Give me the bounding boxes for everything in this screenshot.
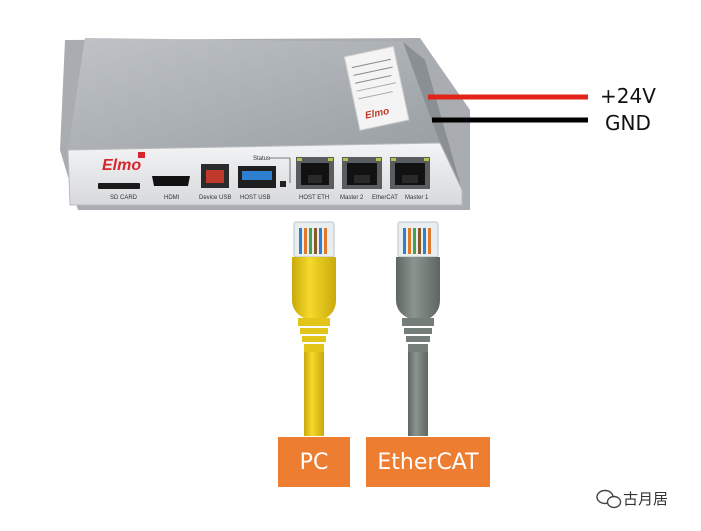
master1-port bbox=[390, 157, 430, 189]
sticker-brand-logo: Elmo bbox=[364, 106, 390, 122]
host-usb-label: HOST USB bbox=[240, 195, 271, 201]
master2-port bbox=[342, 157, 382, 189]
device-side-face bbox=[403, 42, 462, 190]
ethercat-port-label: EtherCAT bbox=[372, 195, 398, 201]
plus24v-label: +24V bbox=[600, 84, 656, 108]
master2-label: Master 2 bbox=[340, 195, 364, 201]
watermark-text: 古月居 bbox=[623, 489, 669, 508]
device-label-sticker: Elmo bbox=[343, 45, 410, 131]
label-pc: PC bbox=[278, 437, 350, 487]
hdmi-label: HDMI bbox=[164, 195, 180, 201]
device-usb-label: Device USB bbox=[199, 195, 231, 201]
brand-logo-mark bbox=[138, 152, 145, 158]
host-eth-port bbox=[296, 157, 334, 189]
status-led bbox=[280, 181, 286, 187]
hdmi-port bbox=[152, 176, 190, 186]
cable-pc-yellow bbox=[292, 221, 336, 436]
master1-label: Master 1 bbox=[405, 195, 429, 201]
wechat-icon bbox=[596, 489, 622, 509]
cable-ethercat-gray bbox=[396, 221, 440, 436]
watermark: 古月居 bbox=[593, 484, 668, 512]
brand-logo: Elmo bbox=[102, 157, 141, 174]
elmo-controller: Elmo Elmo SD CARD HDMI Device USB HOST U… bbox=[60, 38, 470, 210]
sd-card-label: SD CARD bbox=[110, 195, 138, 201]
sd-card-slot bbox=[98, 183, 140, 189]
host-eth-label: HOST ETH bbox=[299, 195, 329, 201]
label-ethercat-text: EtherCAT bbox=[377, 449, 479, 475]
label-ethercat: EtherCAT bbox=[366, 437, 490, 487]
status-label: Status bbox=[253, 156, 270, 162]
gnd-label: GND bbox=[605, 111, 651, 135]
label-pc-text: PC bbox=[299, 449, 329, 475]
